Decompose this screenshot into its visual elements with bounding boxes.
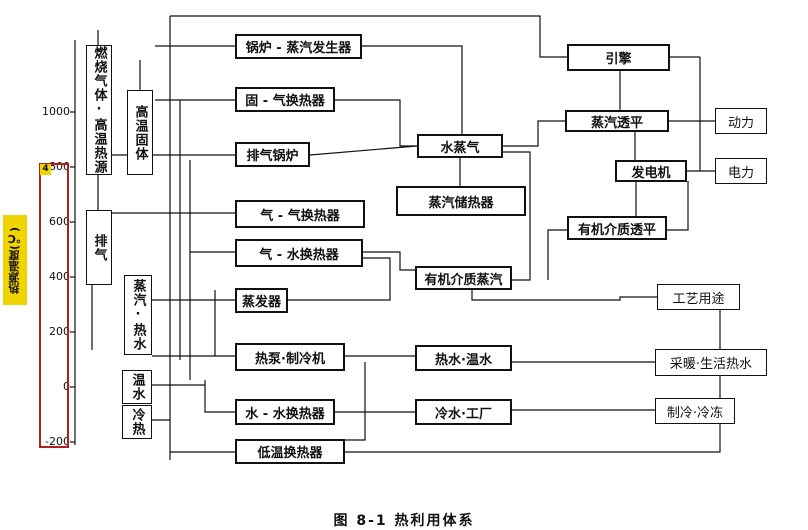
generator: 发电机 xyxy=(615,160,687,182)
output-power: 动力 xyxy=(715,108,767,134)
gas-gas-heat-exchanger: 气 - 气换热器 xyxy=(235,200,365,228)
source-high-temp-solid: 高温固体 xyxy=(127,90,153,175)
steam-storage: 蒸汽储热器 xyxy=(396,186,526,216)
boiler-steam-generator: 锅炉 - 蒸汽发生器 xyxy=(235,34,362,59)
output-electricity: 电力 xyxy=(715,158,767,184)
tick-1000: 1000 xyxy=(42,105,70,118)
source-warm-water: 温水 xyxy=(122,370,152,404)
source-exhaust: 排气 xyxy=(86,210,112,285)
hot-warm-water: 热水·温水 xyxy=(415,345,512,371)
water-vapor: 水蒸气 xyxy=(417,134,503,158)
output-heating-hot-water: 采暖·生活热水 xyxy=(655,349,767,376)
highlight-badge: 4 xyxy=(40,164,51,175)
tick-200: 200 xyxy=(49,325,70,338)
organic-turbine: 有机介质透平 xyxy=(567,216,667,240)
water-water-heat-exchanger: 水 - 水换热器 xyxy=(235,399,335,425)
exhaust-boiler: 排气锅炉 xyxy=(235,142,310,167)
source-combustion-gas: 燃烧气体·高温热源 xyxy=(86,45,112,175)
output-cooling-freezing: 制冷·冷冻 xyxy=(655,398,735,424)
steam-turbine: 蒸汽透平 xyxy=(565,110,669,132)
tick-minus-200: -200 xyxy=(45,435,70,448)
tick-400: 400 xyxy=(49,270,70,283)
highlight-frame xyxy=(39,163,69,448)
gas-water-heat-exchanger: 气 - 水换热器 xyxy=(235,239,363,267)
heat-pump-refrigerator: 热泵·制冷机 xyxy=(235,343,345,371)
engine: 引擎 xyxy=(567,44,670,71)
output-process-use: 工艺用途 xyxy=(657,284,740,310)
source-cold-heat: 冷热 xyxy=(122,405,152,439)
tick-0: 0 xyxy=(63,380,70,393)
evaporator: 蒸发器 xyxy=(235,288,288,313)
source-steam-hot-water: 蒸汽·热水 xyxy=(124,275,152,355)
cold-water-plant: 冷水·工厂 xyxy=(415,399,512,425)
axis-title: 热源温度(℃) xyxy=(3,215,27,305)
organic-vapor: 有机介质蒸汽 xyxy=(415,266,512,290)
tick-600: 600 xyxy=(49,215,70,228)
figure-caption: 图 8-1 热利用体系 xyxy=(333,513,475,529)
solid-gas-heat-exchanger: 固 - 气换热器 xyxy=(235,87,335,112)
low-temp-heat-exchanger: 低温换热器 xyxy=(235,439,345,464)
